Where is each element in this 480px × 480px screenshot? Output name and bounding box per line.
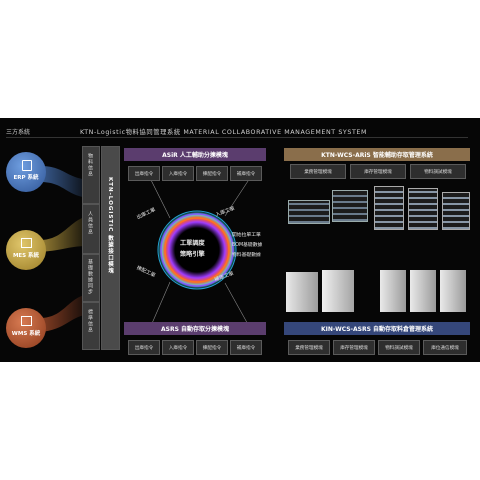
standard-info-label: 標準信息 <box>87 309 93 333</box>
personnel-info-label: 人員信息 <box>87 211 93 235</box>
interface-module-label: KTN-LOGISTIC 數據接口模塊 <box>107 177 113 275</box>
shelf-rack-1 <box>288 200 330 224</box>
asrs-replenish-box: 補庫指令 <box>230 340 262 355</box>
factory-icon <box>21 238 32 248</box>
ribbon-erp <box>40 166 90 198</box>
asrs-outbound-box: 出庫指令 <box>128 340 160 355</box>
diagram-title: KTN-Logistic物料協同管理系統 MATERIAL COLLABORAT… <box>80 129 368 136</box>
asrs-comm-box: 庫位通信模塊 <box>423 340 467 355</box>
asrs-title: ASRS 自動存取分揀模塊 <box>124 322 266 335</box>
ktn-aris-title: KTN-WCS-ARiS 智能輔助存取管理系統 <box>284 148 470 161</box>
flow-ribbons <box>40 166 251 332</box>
storage-tower-2 <box>322 270 354 312</box>
asir-outbound-box: 出庫指令 <box>128 166 160 181</box>
shelf-rack-2 <box>332 190 368 222</box>
engine-right-item-3: 物料基礎數據 <box>232 253 261 258</box>
basic-data-sync-label: 基礎數據同步 <box>87 259 93 295</box>
aris-debug-box: 物料調試模塊 <box>410 164 466 179</box>
asir-title: ASiR 人工輔助分揀模塊 <box>124 148 266 161</box>
mes-system-circle: MES 系統 <box>6 230 46 270</box>
erp-system-label: ERP 系統 <box>13 175 39 181</box>
shelf-rack-5 <box>442 192 470 230</box>
mes-system-label: MES 系統 <box>12 253 40 259</box>
engine-right-item-1: 開始拉單工單 <box>232 233 261 238</box>
engine-core-line1: 工單調度 <box>180 240 205 247</box>
storage-tower-3 <box>380 270 406 312</box>
storage-tower-1 <box>286 272 318 312</box>
shelf-rack-4 <box>408 188 438 230</box>
header-divider <box>6 137 468 138</box>
engine-core-line2: 策略引擎 <box>180 251 205 258</box>
wms-system-label: WMS 系統 <box>11 331 41 337</box>
engine-right-item-2: BOM基礎數據 <box>232 243 263 248</box>
engine-ring <box>157 210 237 290</box>
asir-inbound-box: 入庫指令 <box>162 166 194 181</box>
asrs-inbound-box: 入庫指令 <box>162 340 194 355</box>
standard-info-box: 標準信息 <box>82 302 100 350</box>
building-icon <box>22 160 32 171</box>
asrs-picking-box: 揀配指令 <box>196 340 228 355</box>
shelf-rack-3 <box>374 186 404 230</box>
interface-module-box: KTN-LOGISTIC 數據接口模塊 <box>101 146 120 350</box>
ktn-asrs-title: KIN-WCS-ASRS 自動存取料倉管理系統 <box>284 322 470 335</box>
ribbon-mes <box>40 216 90 252</box>
ribbon-wms <box>40 294 90 332</box>
personnel-info-box: 人員信息 <box>82 204 100 254</box>
third-party-title: 三方系統 <box>6 129 31 136</box>
diagram-panel: 三方系統 KTN-Logistic物料協同管理系統 MATERIAL COLLA… <box>0 118 480 362</box>
asrs-inventory-box: 庫存管理模塊 <box>333 340 375 355</box>
asir-replenish-box: 補庫指令 <box>230 166 262 181</box>
erp-system-circle: ERP 系統 <box>6 152 46 192</box>
material-info-box: 物料信息 <box>82 146 100 204</box>
aris-business-box: 業務管理模塊 <box>290 164 346 179</box>
aris-inventory-box: 庫存管理模塊 <box>350 164 406 179</box>
material-info-label: 物料信息 <box>87 153 93 177</box>
asrs-business-box: 業務管理模塊 <box>288 340 330 355</box>
storage-tower-5 <box>440 270 466 312</box>
warehouse-icon <box>21 316 32 326</box>
wms-system-circle: WMS 系統 <box>6 308 46 348</box>
asir-picking-box: 揀配指令 <box>196 166 228 181</box>
basic-data-sync-box: 基礎數據同步 <box>82 254 100 302</box>
storage-tower-4 <box>410 270 436 312</box>
asrs-debug-box: 物料調試模塊 <box>378 340 420 355</box>
